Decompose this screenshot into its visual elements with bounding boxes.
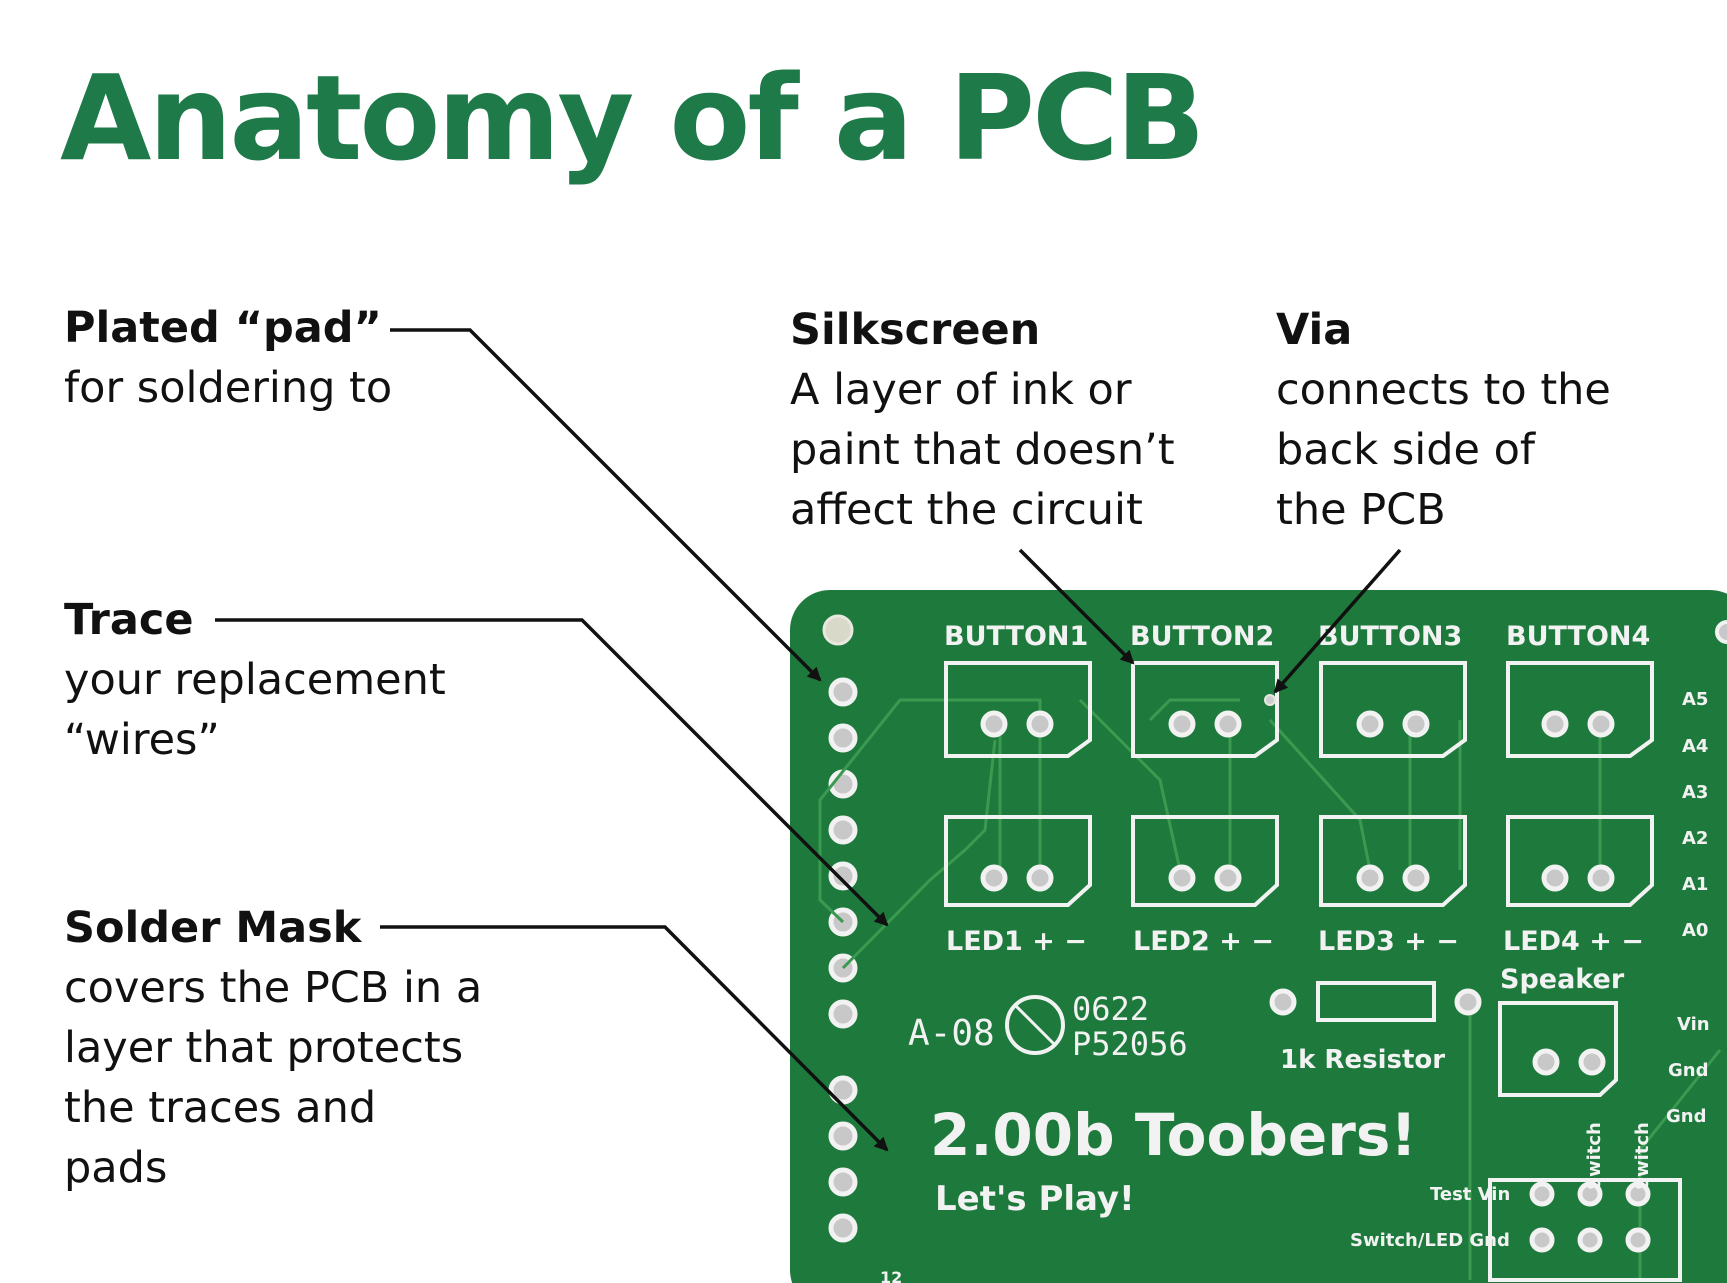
via xyxy=(1264,694,1276,706)
label-button3: BUTTON3 xyxy=(1318,621,1462,652)
callout-plated-pad-heading: Plated “pad” xyxy=(64,303,382,353)
label-tagline: Let's Play! xyxy=(935,1179,1135,1219)
led-footprints xyxy=(944,815,1654,907)
leader-mask xyxy=(380,925,889,1152)
led-pads xyxy=(980,864,1615,892)
speaker-pad-left xyxy=(1532,1048,1560,1076)
pb-free-logo-icon xyxy=(1005,995,1065,1055)
switch-pads xyxy=(1529,1181,1651,1253)
label-brand: 2.00b Toobers! xyxy=(930,1101,1417,1169)
callout-trace-heading: Trace xyxy=(64,595,194,645)
callout-via: Via connects to the back side of the PCB xyxy=(1276,300,1696,540)
label-a2: A2 xyxy=(1682,828,1708,849)
callout-solder-mask-body: covers the PCB in a layer that protects … xyxy=(64,963,483,1193)
label-led4: LED4 + − xyxy=(1503,926,1644,957)
button-footprints xyxy=(944,661,1654,758)
label-led3: LED3 + − xyxy=(1318,926,1459,957)
silkscreen-labels: BUTTON1 BUTTON2 BUTTON3 BUTTON4 LED1 + −… xyxy=(880,621,1710,1283)
label-gnd-1: Gnd xyxy=(1668,1060,1708,1081)
mounting-hole xyxy=(822,614,854,646)
callout-plated-pad-body: for soldering to xyxy=(64,363,393,413)
label-a3: A3 xyxy=(1682,782,1708,803)
pcb-board xyxy=(790,590,1727,1283)
leader-silk xyxy=(1018,548,1135,665)
label-led2: LED2 + − xyxy=(1133,926,1274,957)
resistor-pad-left xyxy=(1269,988,1297,1016)
label-led1: LED1 + − xyxy=(946,926,1087,957)
leader-trace xyxy=(215,618,889,927)
leader-pad xyxy=(390,328,822,682)
speaker-footprint xyxy=(1498,1001,1618,1097)
label-switch-1: Switch xyxy=(1584,1122,1605,1190)
resistor-pad-right xyxy=(1454,988,1482,1016)
label-code-top: 0622 xyxy=(1072,990,1149,1028)
callout-solder-mask: Solder Mask covers the PCB in a layer th… xyxy=(64,898,534,1198)
label-a0: A0 xyxy=(1682,920,1708,941)
pin-header-right xyxy=(1715,620,1727,644)
label-switch-2: Switch xyxy=(1632,1122,1653,1190)
label-test-vin: Test Vin xyxy=(1430,1184,1510,1205)
callout-solder-mask-heading: Solder Mask xyxy=(64,903,362,953)
callout-trace-body: your replacement “wires” xyxy=(64,655,446,765)
label-vin: Vin xyxy=(1677,1014,1710,1035)
label-a1: A1 xyxy=(1682,874,1708,895)
label-button4: BUTTON4 xyxy=(1506,621,1650,652)
callout-via-heading: Via xyxy=(1276,305,1353,355)
page-title: Anatomy of a PCB xyxy=(60,49,1206,187)
label-a4: A4 xyxy=(1682,736,1708,757)
switch-footprint xyxy=(1488,1178,1682,1282)
label-resistor: 1k Resistor xyxy=(1280,1045,1445,1075)
label-gnd-2: Gnd xyxy=(1666,1106,1706,1127)
label-code-bottom: P52056 xyxy=(1072,1025,1188,1063)
leader-lines xyxy=(215,328,1402,1152)
callout-via-body: connects to the back side of the PCB xyxy=(1276,365,1611,535)
resistor-footprint xyxy=(1316,981,1436,1022)
label-speaker: Speaker xyxy=(1500,964,1625,995)
label-switch-led-gnd: Switch/LED Gnd xyxy=(1350,1230,1510,1251)
button-pads xyxy=(980,710,1615,738)
label-button2: BUTTON2 xyxy=(1130,621,1274,652)
leader-via xyxy=(1273,548,1402,694)
speaker-pad-right xyxy=(1578,1048,1606,1076)
label-pin-12: 12 xyxy=(880,1268,902,1283)
pb-free-slash xyxy=(1013,1003,1057,1047)
callout-silkscreen-body: A layer of ink or paint that doesn’t aff… xyxy=(790,365,1175,535)
callout-silkscreen: Silkscreen A layer of ink or paint that … xyxy=(790,300,1210,540)
callout-silkscreen-heading: Silkscreen xyxy=(790,305,1041,355)
label-code-left: A-08 xyxy=(908,1013,995,1054)
callout-trace: Trace your replacement “wires” xyxy=(64,590,524,770)
callout-plated-pad: Plated “pad” for soldering to xyxy=(64,298,484,418)
label-a5: A5 xyxy=(1682,689,1708,710)
label-button1: BUTTON1 xyxy=(944,621,1088,652)
